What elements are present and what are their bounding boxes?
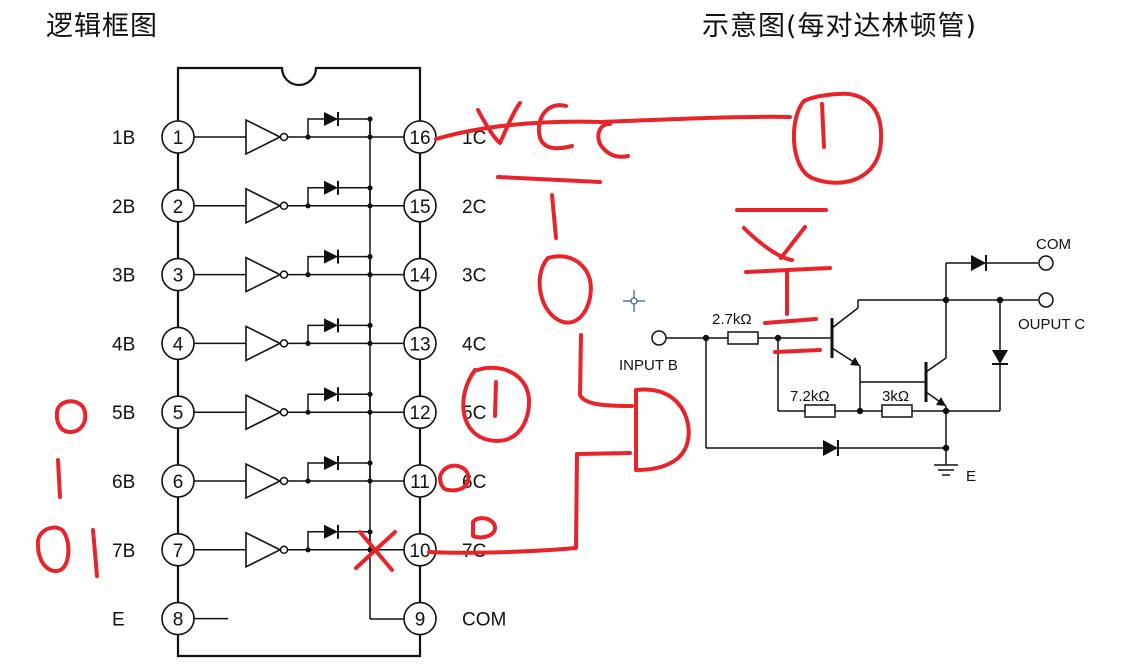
right-pin-number: 9 [415,610,426,631]
channel-row: E 8 9 COM [112,601,506,636]
left-pin-number: 4 [173,334,184,355]
left-pin-label: 5B [112,403,135,424]
input-b-terminal [651,330,667,346]
left-pin-label: 1B [112,128,135,149]
clamp-diode [323,179,339,196]
substrate-diode [823,440,839,456]
channel-row: 5B 5 12 5C [112,386,486,431]
clamp-diode [323,317,339,334]
right-pin-number: 14 [409,266,431,287]
right-pin-label: 2C [462,197,486,218]
output-c-terminal [1038,292,1054,308]
inverter-buffer [245,394,289,431]
vcc-letter-c1 [536,103,574,151]
right-pin-circle [403,601,437,636]
right-pin-label: 4C [462,334,486,355]
left-pin-label: 7B [112,541,135,562]
right-pin-number: 13 [409,334,430,355]
right-pin-number: 10 [409,541,430,562]
com-diode [971,255,987,271]
handwritten-annotations [35,91,884,578]
darlington-schematic [651,255,1054,476]
left-pin-number: 3 [173,266,184,287]
com-label: COM [1036,236,1071,253]
input-b-label: INPUT B [619,357,678,374]
clamp-diode [323,386,339,403]
left-pin-label: 6B [112,472,135,493]
resistor-2k7-label: 2.7kΩ [712,311,752,328]
left-pin-label: 3B [112,266,135,287]
left-pin-number: 1 [173,128,184,149]
output-c-label: OUPUT C [1018,316,1085,333]
left-pin-label: 4B [112,334,135,355]
resistor-7k2-label: 7.2kΩ [790,388,830,405]
right-pin-number: 15 [409,197,430,218]
right-pin-number: 12 [409,403,430,424]
right-pin-number: 11 [410,472,430,493]
left-pin-number: 6 [173,472,184,493]
right-pin-label: 3C [462,266,486,287]
com-terminal [1038,255,1054,271]
left-pin-number: 5 [173,403,184,424]
ic-package-outline [176,66,422,658]
clamp-diode [992,350,1008,365]
left-pin-label: E [112,610,125,631]
inverter-buffer [245,325,289,362]
and-gate-sketch [634,387,691,472]
inverter-buffer [245,188,289,224]
inverter-buffer [245,256,289,293]
left-pin-number: 8 [173,610,184,631]
right-pin-label: COM [462,610,506,631]
clamp-diode [323,248,339,265]
resistor-3k [881,404,913,418]
crosshair-cursor-icon [623,290,645,312]
channel-row: 2B 2 15 2C [112,179,486,224]
ground-e-label: E [966,468,976,485]
left-pin-number: 2 [173,197,184,218]
clamp-diode [323,455,339,471]
inverter-buffer [245,463,289,499]
logic-diagram-title: 逻辑框图 [46,11,158,42]
resistor-2k7 [727,331,759,345]
resistor-3k-label: 3kΩ [882,388,909,405]
right-pin-label: 5C [462,403,486,424]
left-pin-label: 2B [112,197,135,218]
left-pin-number: 7 [173,541,184,562]
clamp-diode [323,111,339,127]
schematic-title: 示意图(每对达林顿管) [702,11,978,42]
channel-row: 4B 4 13 4C [112,317,486,362]
channel-row: 3B 3 14 3C [112,248,486,293]
resistor-7k2 [804,404,836,418]
vcc-letter-c2 [596,122,630,159]
clamp-diode [323,523,339,540]
inverter-buffer [245,531,289,568]
right-pin-number: 16 [409,128,430,149]
vcc-letter-v [476,101,522,145]
inverter-buffer [245,119,289,155]
